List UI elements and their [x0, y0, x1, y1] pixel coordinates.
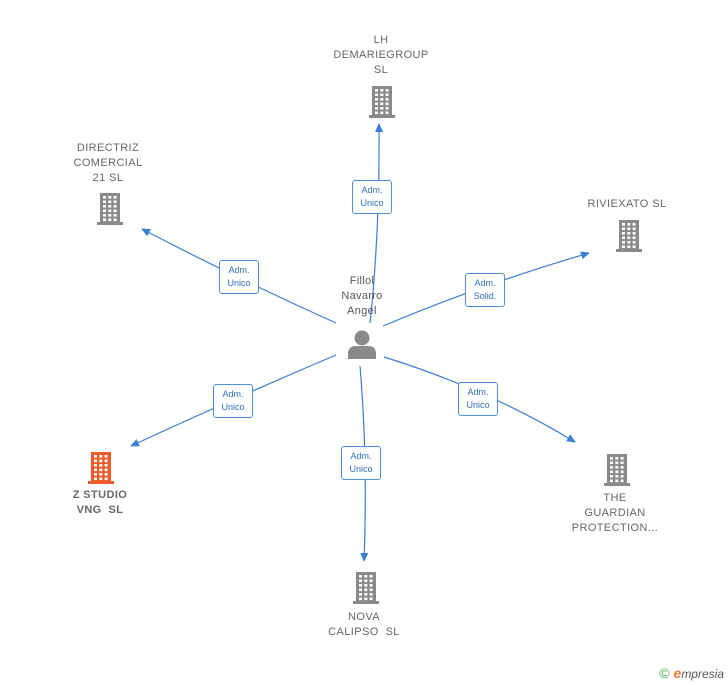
role-line: Adm. [228, 265, 250, 275]
company-label-riviexato[interactable]: RIVIEXATO SL [567, 197, 687, 212]
role-badge-lh-demariegroup[interactable]: Adm. Unico [352, 180, 392, 214]
role-line: Adm. [474, 278, 496, 288]
copyright-icon: © [659, 665, 670, 681]
company-name-line: LH [373, 34, 389, 46]
role-line: Adm. [467, 387, 489, 397]
company-label-z-studio-vng[interactable]: Z STUDIO VNG SL [40, 488, 160, 518]
person-name-line: Angel [347, 305, 377, 317]
role-badge-z-studio-vng[interactable]: Adm. Unico [213, 384, 253, 418]
brand-logo-text: mpresia [681, 667, 724, 681]
role-badge-nova-calipso[interactable]: Adm. Unico [341, 446, 381, 480]
person-icon[interactable] [348, 330, 376, 360]
company-name-line: NOVA [348, 611, 380, 623]
center-person-label[interactable]: Fillol Navarro Angel [326, 274, 398, 319]
role-line: Adm. [361, 185, 383, 195]
person-name-line: Navarro [341, 290, 383, 302]
role-line: Unico [227, 278, 251, 288]
building-icon-nova-calipso[interactable] [353, 572, 379, 604]
building-icon-the-guardian[interactable] [604, 454, 630, 486]
company-name-line: COMERCIAL [73, 157, 143, 169]
nodes-layer [88, 86, 642, 604]
company-name-line: SL [373, 64, 389, 76]
role-line: Unico [221, 402, 245, 412]
role-line: Adm. [222, 389, 244, 399]
building-icon-lh-demariegroup[interactable] [369, 86, 395, 118]
edge-lh-demariegroup [369, 123, 384, 324]
company-name-line: DEMARIEGROUP [333, 49, 429, 61]
company-name-line: CALIPSO SL [328, 626, 400, 638]
role-badge-riviexato[interactable]: Adm. Solid. [465, 273, 505, 307]
role-line: Solid. [473, 291, 497, 301]
empresia-watermark: ©empresia [659, 665, 724, 681]
company-label-the-guardian[interactable]: THE GUARDIAN PROTECTION... [555, 491, 675, 536]
company-name-line: VNG SL [76, 504, 124, 516]
brand-logo-letter: e [673, 665, 682, 681]
building-icon-directriz-comercial[interactable] [97, 193, 123, 225]
building-icon-riviexato[interactable] [616, 220, 642, 252]
company-label-nova-calipso[interactable]: NOVA CALIPSO SL [304, 610, 424, 640]
company-name-line: DIRECTRIZ [76, 142, 140, 154]
role-line: Unico [360, 198, 384, 208]
role-badge-directriz-comercial[interactable]: Adm. Unico [219, 260, 259, 294]
company-name-line: RIVIEXATO SL [587, 198, 667, 210]
company-name-line: GUARDIAN [584, 507, 646, 519]
company-name-line: 21 SL [92, 172, 124, 184]
company-label-directriz-comercial[interactable]: DIRECTRIZ COMERCIAL 21 SL [48, 141, 168, 186]
company-name-line: PROTECTION... [571, 522, 659, 534]
role-line: Unico [466, 400, 490, 410]
role-badge-the-guardian[interactable]: Adm. Unico [458, 382, 498, 416]
company-name-line: Z STUDIO [72, 489, 128, 501]
person-name-line: Fillol [349, 275, 375, 287]
role-line: Adm. [350, 451, 372, 461]
company-name-line: THE [603, 492, 627, 504]
role-line: Unico [349, 464, 373, 474]
company-label-lh-demariegroup[interactable]: LH DEMARIEGROUP SL [321, 33, 441, 78]
building-icon-z-studio-vng[interactable] [88, 452, 114, 484]
